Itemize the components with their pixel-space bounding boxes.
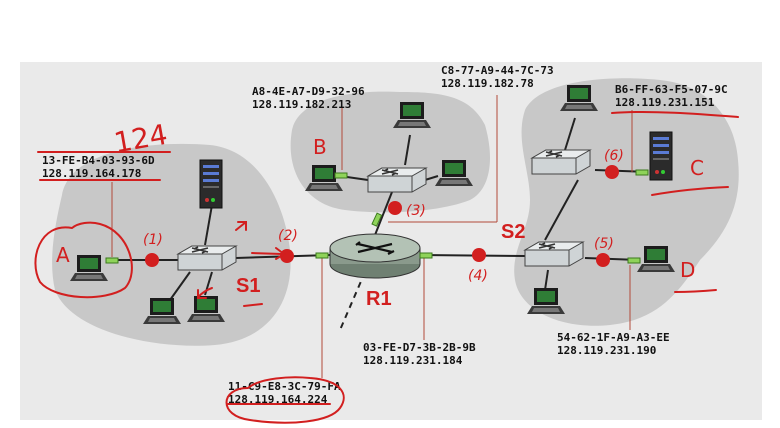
interface-label-5: (5) bbox=[594, 236, 614, 252]
host-c-mac: B6-FF-63-F5-07-9C bbox=[615, 83, 728, 96]
r1-top-ip: 128.119.182.78 bbox=[441, 77, 534, 90]
host-a-ip: 128.119.164.178 bbox=[42, 167, 141, 180]
switch-sb-icon bbox=[367, 167, 427, 193]
link-sb-host-top bbox=[404, 134, 411, 166]
interface-label-2: (2) bbox=[278, 228, 298, 244]
host-a-mac: 13-FE-B4-03-93-6D bbox=[42, 154, 155, 167]
plug-b bbox=[334, 172, 348, 179]
r1-right-ip: 128.119.231.184 bbox=[363, 354, 463, 367]
server-icon-left bbox=[199, 159, 223, 209]
host-label-c: C bbox=[690, 156, 704, 180]
interface-dot-3 bbox=[388, 201, 402, 215]
link-sc-host-top bbox=[564, 117, 576, 151]
r1-top-mac: C8-77-A9-44-7C-73 bbox=[441, 64, 554, 77]
link-s1-server bbox=[204, 204, 213, 246]
server-icon-c bbox=[649, 131, 673, 181]
host-c-ip: 128.119.231.151 bbox=[615, 96, 715, 109]
plug-d bbox=[627, 257, 641, 264]
interface-dot-1 bbox=[145, 253, 159, 267]
link-r1-sb bbox=[374, 191, 393, 236]
link-s2-sc bbox=[544, 179, 579, 241]
switch-s2-icon bbox=[524, 241, 584, 267]
host-d-ip: 128.119.231.190 bbox=[557, 344, 656, 357]
plug-r1-left bbox=[315, 252, 329, 259]
switch-label-s1: S1 bbox=[236, 275, 260, 297]
switch-sc-icon bbox=[531, 149, 591, 175]
interface-dot-6 bbox=[605, 165, 619, 179]
host-label-a: A bbox=[56, 243, 70, 267]
switch-s1-icon bbox=[177, 245, 237, 271]
interface-dot-5 bbox=[596, 253, 610, 267]
r1-left-ip: 128.119.164.224 bbox=[228, 393, 328, 406]
link-s2-host-bottom bbox=[544, 269, 549, 291]
plug-a bbox=[105, 257, 119, 264]
host-label-d: D bbox=[680, 258, 695, 282]
link-sb-host-right bbox=[424, 175, 439, 181]
interface-label-4: (4) bbox=[468, 268, 488, 284]
interface-dot-4 bbox=[472, 248, 486, 262]
router-r1-icon bbox=[329, 233, 421, 279]
plug-r1-right bbox=[419, 252, 433, 259]
interface-label-3: (3) bbox=[406, 203, 426, 219]
host-b-mac: A8-4E-A7-D9-32-96 bbox=[252, 85, 365, 98]
plug-c bbox=[635, 169, 649, 176]
host-b-ip: 128.119.182.213 bbox=[252, 98, 351, 111]
host-d-mac: 54-62-1F-A9-A3-EE bbox=[557, 331, 670, 344]
handwritten-annotations bbox=[34, 110, 739, 424]
interface-label-6: (6) bbox=[604, 148, 624, 164]
link-s1-host1 bbox=[169, 271, 191, 301]
r1-right-mac: 03-FE-D7-3B-2B-9B bbox=[363, 341, 476, 354]
interface-label-1: (1) bbox=[143, 232, 163, 248]
switch-label-s2: S2 bbox=[501, 221, 525, 243]
r1-left-mac: 11-C9-E8-3C-79-FA bbox=[228, 380, 341, 393]
router-label-r1: R1 bbox=[366, 288, 392, 310]
host-label-b: B bbox=[313, 135, 327, 159]
